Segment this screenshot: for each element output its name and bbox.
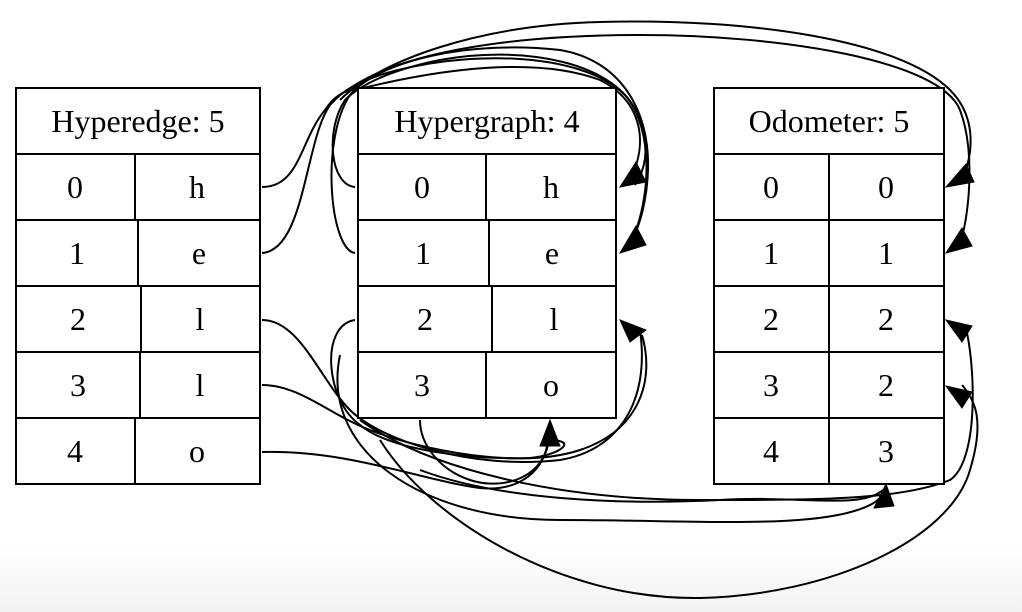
odometer-row-4-value-cell (828, 417, 945, 485)
edge-hyperedge-1-to-odometer-1 (344, 33, 971, 246)
hypergraph-row-3-value-cell (485, 351, 617, 419)
hyperedge-row-0-value-cell (134, 153, 261, 221)
edge-hyperedge-0-to-odometer-0 (339, 20, 972, 181)
hypergraph-row-1-value-cell (488, 219, 617, 287)
odometer-row-0-value-cell (828, 153, 945, 221)
hypergraph-row-1-value: e (545, 235, 559, 271)
odometer-row-3-value: 2 (878, 367, 894, 403)
hyperedge-row-0-index-cell (15, 153, 136, 221)
arrowhead-hypergraph-0 (618, 160, 647, 188)
hyperedge-row-1-index: 1 (69, 235, 85, 271)
edge-hyperedge-2-to-odometer-2 (359, 324, 974, 502)
hypergraph-row-3-index-cell (357, 351, 487, 419)
odometer-row-2-value-cell (828, 285, 945, 353)
hyperedge-row-3-value-cell (139, 351, 261, 419)
hyperedge-row-4-index-cell (15, 417, 136, 485)
hypergraph-row-0-value: h (543, 169, 559, 205)
arrowhead-odometer-4 (873, 482, 895, 509)
odometer-row-1-value: 1 (878, 235, 894, 271)
node-hypergraph-header (357, 87, 617, 155)
odometer-row-2-value: 2 (878, 301, 894, 337)
arrowhead-odometer-3 (944, 385, 973, 409)
hyperedge-row-2-value-cell (140, 285, 261, 353)
hyperedge-row-2-value: l (196, 301, 205, 337)
odometer-row-1-index: 1 (763, 235, 779, 271)
hyperedge-row-4-value-cell (134, 417, 261, 485)
hypergraph-row-2-value: l (550, 301, 559, 337)
arrowhead-hypergraph-3 (539, 418, 561, 447)
edge-hypergraph-3-loop (419, 419, 549, 485)
odometer-row-2-index: 2 (763, 301, 779, 337)
edges (261, 20, 979, 600)
edge-hypergraph-0-loop (331, 53, 647, 188)
odometer-row-3-value-cell (828, 351, 945, 419)
hyperedge-row-2-index: 2 (70, 301, 86, 337)
odometer-row-1-index-cell (713, 219, 830, 287)
hypergraph-row-2-index-cell (357, 285, 493, 353)
hypergraph-row-3-value: o (543, 367, 559, 403)
hypergraph-row-2-value-cell (491, 285, 617, 353)
node-hypergraph-title: Hypergraph: 4 (394, 103, 579, 139)
arrowhead-hypergraph-1 (618, 224, 647, 254)
odometer-row-0-value: 0 (878, 169, 894, 205)
node-odometer: Odometer: 5 0 0 1 1 2 2 3 2 4 3 (713, 87, 945, 485)
node-hyperedge-header (15, 87, 261, 155)
hypergraph-row-0-value-cell (485, 153, 617, 221)
edge-hyperedge-4-to-hypergraph-3 (261, 439, 549, 490)
odometer-row-4-index-cell (713, 417, 830, 485)
hyperedge-row-3-index-cell (15, 351, 141, 419)
odometer-row-1-value-cell (828, 219, 945, 287)
hyperedge-row-2-index-cell (15, 285, 142, 353)
arrowhead-odometer-0 (944, 163, 975, 188)
edge-hyperedge-3-to-odometer-3 (379, 384, 979, 600)
edge-hypergraph-1-loop (330, 46, 650, 254)
odometer-row-3-index: 3 (763, 367, 779, 403)
node-hypergraph: Hypergraph: 4 0 h 1 e 2 l 3 o (357, 87, 617, 419)
hypergraph-row-1-index-cell (357, 219, 490, 287)
arrowhead-odometer-1 (944, 227, 973, 254)
hypergraph-row-2-index: 2 (417, 301, 433, 337)
hypergraph-row-1-index: 1 (415, 235, 431, 271)
odometer-row-0-index-cell (713, 153, 830, 221)
arrowhead-hypergraph-2 (619, 319, 648, 343)
edge-hyperedge-3-to-hypergraph-2 (261, 334, 648, 460)
hypergraph-row-3-index: 3 (414, 367, 430, 403)
hyperedge-row-1-value-cell (137, 219, 261, 287)
hyperedge-row-4-value: o (189, 433, 205, 469)
odometer-row-4-index: 4 (763, 433, 779, 469)
hyperedge-row-3-value: l (196, 367, 205, 403)
edge-hypergraph-2-loop (330, 319, 566, 460)
node-hyperedge: Hyperedge: 5 0 h 1 e 2 l 3 l 4 o (15, 87, 261, 485)
edge-hyperedge-4-to-odometer-4 (419, 469, 884, 503)
hyperedge-row-0-index: 0 (67, 169, 83, 205)
hyperedge-row-0-value: h (189, 169, 205, 205)
hyperedge-row-3-index: 3 (70, 367, 86, 403)
hyperedge-row-4-index: 4 (67, 433, 83, 469)
edge-hyperedge-0-to-hypergraph-0 (261, 66, 641, 188)
arrowheads (539, 160, 975, 509)
hyperedge-row-1-value: e (192, 235, 206, 271)
arrowhead-odometer-2 (944, 319, 973, 343)
odometer-row-0-index: 0 (763, 169, 779, 205)
odometer-row-4-value: 3 (878, 433, 894, 469)
edge-hypergraph-3-to-odometer-4 (336, 354, 884, 523)
node-odometer-title: Odometer: 5 (749, 103, 910, 139)
node-hyperedge-title: Hyperedge: 5 (51, 103, 224, 139)
hypergraph-row-0-index: 0 (414, 169, 430, 205)
node-odometer-header (713, 87, 945, 155)
